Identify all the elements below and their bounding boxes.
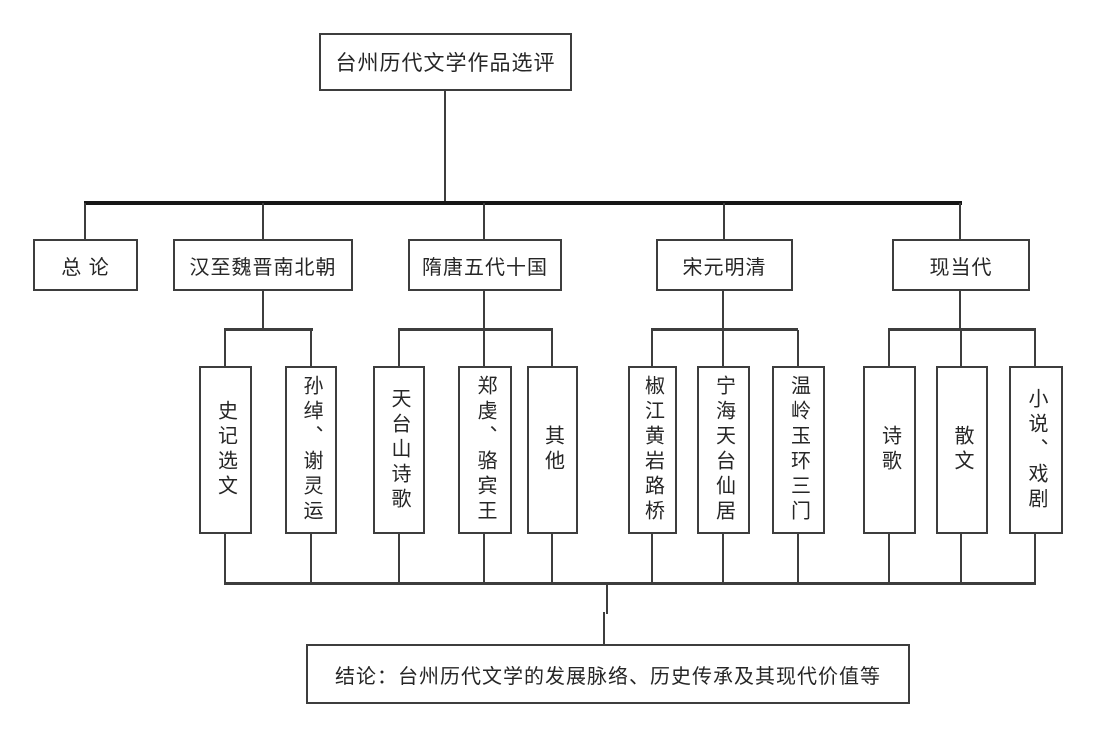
connector-song-child2	[722, 330, 724, 366]
connector-sui-child1	[398, 330, 400, 366]
connector-song-rail	[651, 328, 798, 331]
connector-xian-child2	[960, 330, 962, 366]
leaf-label: 小说、戏剧	[1025, 387, 1047, 513]
branch-label: 汉至魏晋南北朝	[189, 256, 337, 279]
conclusion-label: 结论：台州历代文学的发展脉络、历史传承及其现代价值等	[335, 665, 881, 688]
branch-label: 隋唐五代十国	[422, 256, 548, 279]
root-node: 台州历代文学作品选评	[319, 33, 572, 91]
branch-node-zonglun: 总 论	[33, 239, 138, 291]
branch-label: 宋元明清	[682, 256, 767, 279]
connector-drop-han	[262, 203, 264, 239]
connector-bottom-drop-6	[651, 534, 653, 584]
connector-bottom-drop-2	[310, 534, 312, 584]
root-node-label: 台州历代文学作品选评	[335, 52, 556, 75]
connector-drop-zonglun	[84, 203, 86, 239]
branch-node-sui-tang: 隋唐五代十国	[408, 239, 562, 291]
leaf-node-ninghai-tiantai-xianju: 宁海天台仙居	[697, 366, 750, 534]
connector-bottom-drop-1	[224, 534, 226, 584]
leaf-node-tiantaishan-shige: 天台山诗歌	[373, 366, 425, 534]
branch-node-han-weijin: 汉至魏晋南北朝	[173, 239, 353, 291]
connector-han-child2	[310, 330, 312, 366]
connector-sui-child3	[551, 330, 553, 366]
connector-xian-rail	[888, 328, 1036, 331]
connector-bottom-drop-4	[483, 534, 485, 584]
leaf-label: 郑虔、骆宾王	[474, 375, 496, 525]
connector-drop-sui	[483, 203, 485, 239]
connector-sui-stem	[483, 291, 485, 330]
connector-sui-rail	[398, 328, 553, 331]
connector-drop-xian	[959, 203, 961, 239]
connector-sui-child2	[483, 330, 485, 366]
connector-drop-song	[723, 203, 725, 239]
leaf-node-qita: 其他	[527, 366, 578, 534]
connector-song-child3	[797, 330, 799, 366]
branch-node-song-yuan-ming-qing: 宋元明清	[656, 239, 793, 291]
leaf-node-shiji-xuanwen: 史记选文	[199, 366, 252, 534]
connector-main-rail	[84, 201, 962, 205]
leaf-node-jiaojiang-huangyan-luqiao: 椒江黄岩路桥	[628, 366, 677, 534]
conclusion-node: 结论：台州历代文学的发展脉络、历史传承及其现代价值等	[306, 644, 910, 704]
leaf-label: 散文	[951, 425, 973, 475]
leaf-label: 诗歌	[878, 425, 901, 475]
connector-bottom-drop-11	[1034, 534, 1036, 584]
connector-bottom-drop-5	[551, 534, 553, 584]
connector-conclusion-drop-lower	[603, 612, 605, 644]
connector-bottom-rail	[224, 582, 1036, 585]
leaf-node-zhengqian-luobinwang: 郑虔、骆宾王	[458, 366, 512, 534]
connector-xian-stem	[959, 291, 961, 330]
leaf-label: 温岭玉环三门	[787, 375, 810, 525]
connector-xian-child1	[888, 330, 890, 366]
leaf-node-wenling-yuhuan-sanmen: 温岭玉环三门	[772, 366, 825, 534]
branch-label: 现当代	[929, 256, 993, 279]
leaf-label: 椒江黄岩路桥	[641, 375, 664, 525]
connector-han-stem	[262, 291, 264, 330]
leaf-label: 其他	[541, 425, 564, 475]
leaf-label: 天台山诗歌	[388, 387, 410, 513]
connector-root-drop	[444, 91, 446, 203]
leaf-node-shige: 诗歌	[863, 366, 916, 534]
connector-bottom-drop-9	[888, 534, 890, 584]
leaf-node-sanwen: 散文	[936, 366, 988, 534]
connector-han-rail	[224, 328, 313, 331]
leaf-label: 宁海天台仙居	[712, 375, 735, 525]
connector-bottom-drop-7	[722, 534, 724, 584]
connector-bottom-drop-10	[960, 534, 962, 584]
connector-conclusion-drop-upper	[606, 584, 608, 614]
leaf-node-xiaoshuo-xiju: 小说、戏剧	[1009, 366, 1063, 534]
branch-node-xiandangdai: 现当代	[892, 239, 1030, 291]
connector-song-child1	[651, 330, 653, 366]
leaf-node-sunchuo-xielingyun: 孙绰、谢灵运	[285, 366, 337, 534]
leaf-label: 史记选文	[214, 400, 237, 500]
connector-bottom-drop-8	[797, 534, 799, 584]
branch-label: 总 论	[61, 256, 110, 279]
leaf-label: 孙绰、谢灵运	[300, 375, 322, 525]
connector-bottom-drop-3	[398, 534, 400, 584]
connector-xian-child3	[1034, 330, 1036, 366]
connector-han-child1	[224, 330, 226, 366]
connector-song-stem	[722, 291, 724, 330]
